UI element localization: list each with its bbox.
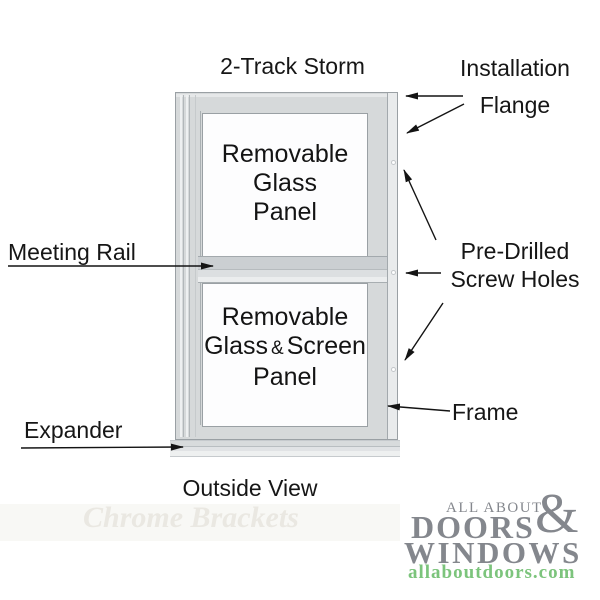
lower-panel-line: Glass&Screen <box>193 332 377 363</box>
lower-panel-line: Panel <box>253 363 317 391</box>
storm-window-diagram <box>175 92 398 440</box>
installation-flange <box>387 93 397 439</box>
frame-top-highlight <box>176 94 397 97</box>
outside-view-caption: Outside View <box>182 475 318 501</box>
label-line: Flange <box>479 92 551 118</box>
ampersand-small: & <box>271 338 284 359</box>
lower-glass-panel <box>202 283 368 427</box>
upper-panel-line: Glass <box>253 169 317 197</box>
upper-panel-label: Removable Glass Panel <box>203 140 367 227</box>
frame-track-ridge <box>180 95 182 437</box>
arrow-screw-hole-upper <box>403 169 437 241</box>
upper-panel-line: Panel <box>253 198 317 226</box>
company-logo: ALL ABOUT & DOORS WINDOWS allaboutdoors.… <box>404 486 594 589</box>
screw-hole <box>391 270 396 275</box>
label-pre-drilled-screw-holes: Pre-Drilled Screw Holes <box>436 237 594 293</box>
label-line: Installation <box>460 55 570 81</box>
logo-doors: DOORS <box>411 509 535 545</box>
frame-track-ridge <box>189 95 190 437</box>
logo-all-about: ALL ABOUT <box>446 500 543 516</box>
label-line: Screw Holes <box>450 266 580 292</box>
logo-domain: allaboutdoors.com <box>408 562 576 583</box>
lower-panel-word: Screen <box>286 332 366 360</box>
watermark-text: Chrome Brackets <box>83 501 299 534</box>
frame-track-ridge <box>183 95 184 437</box>
screw-hole <box>391 160 396 165</box>
label-installation-flange: Installation Flange <box>440 50 590 124</box>
label-expander: Expander <box>24 417 123 443</box>
meeting-rail <box>198 256 388 283</box>
lower-panel-line: Removable <box>221 303 349 331</box>
frame-track-ridge <box>186 95 188 437</box>
lower-panel-label: Removable Glass&Screen Panel <box>193 303 377 392</box>
upper-panel-line: Removable <box>221 140 349 168</box>
arrow-expander <box>20 443 184 451</box>
logo-windows: WINDOWS <box>404 535 582 570</box>
logo-ampersand: & <box>535 483 579 545</box>
expander <box>170 440 400 457</box>
label-line: Pre-Drilled <box>460 238 570 264</box>
watermark-band <box>0 504 400 541</box>
arrow-screw-hole-lower <box>404 302 444 361</box>
screw-hole <box>391 367 396 372</box>
lower-panel-word: Glass <box>204 332 268 360</box>
diagram-title: 2-Track Storm <box>220 53 365 79</box>
label-meeting-rail: Meeting Rail <box>8 239 136 265</box>
label-frame: Frame <box>452 399 519 425</box>
